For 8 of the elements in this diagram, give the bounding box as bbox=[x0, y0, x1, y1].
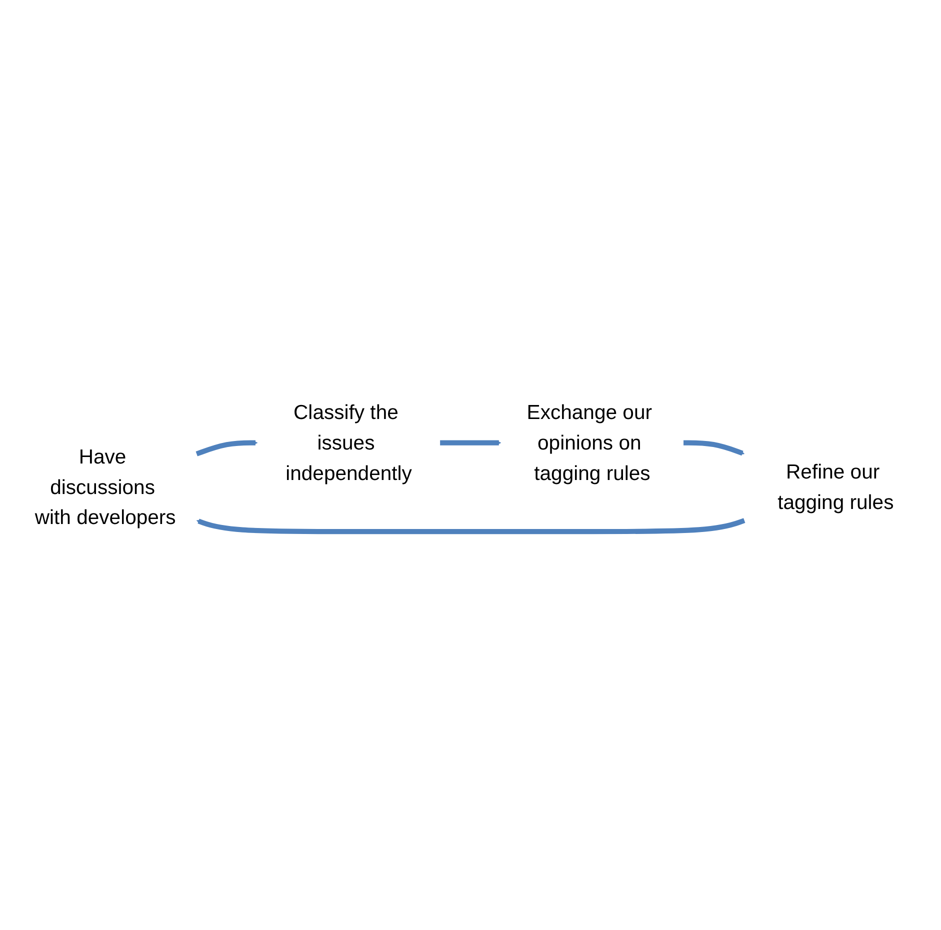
arrow bbox=[440, 440, 502, 446]
node-text: Exchange our opinions on tagging rules bbox=[526, 401, 652, 484]
node-text: Have discussions with developers bbox=[34, 446, 176, 529]
node-text: Refine our tagging rules bbox=[778, 460, 894, 514]
arrow bbox=[196, 440, 258, 456]
arrow bbox=[196, 518, 746, 534]
node-text: Classify the issues independently bbox=[286, 401, 412, 484]
arrow bbox=[684, 440, 745, 456]
